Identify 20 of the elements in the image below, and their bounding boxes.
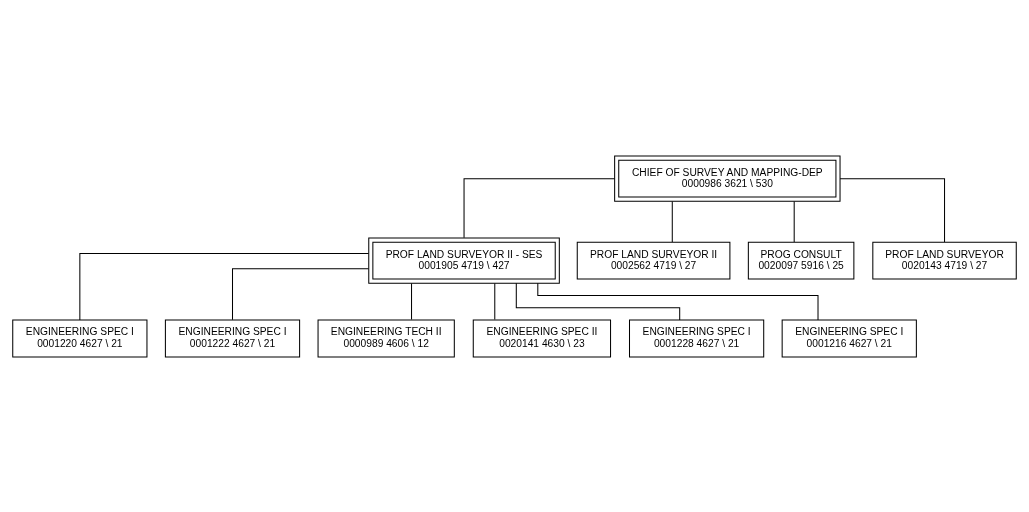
node-box: ENGINEERING SPEC I 0001228 4627 \ 21 [629, 319, 765, 357]
node-box: ENGINEERING SPEC I 0001222 4627 \ 21 [164, 319, 301, 357]
connector [463, 177, 616, 238]
node-box: ENGINEERING SPEC II 0020141 4630 \ 23 [472, 319, 612, 357]
connector [411, 282, 413, 320]
connector [79, 252, 370, 320]
connector [232, 267, 370, 320]
node-box: ENGINEERING SPEC I 0001220 4627 \ 21 [12, 319, 148, 357]
node-box: PROF LAND SURVEYOR 0020143 4719 \ 27 [872, 241, 1017, 280]
connector [537, 282, 819, 320]
node-box: ENGINEERING TECH II 0000989 4606 \ 12 [317, 319, 455, 357]
node-box: PROG CONSULT 0020097 5916 \ 25 [747, 241, 855, 280]
connector [793, 200, 795, 243]
node-box: PROF LAND SURVEYOR II 0002562 4719 \ 27 [576, 241, 731, 280]
connector [839, 177, 946, 242]
connector [494, 282, 496, 320]
node-box: PROF LAND SURVEYOR II - SES 0001905 4719 \ 427 [368, 237, 560, 284]
node-box: ENGINEERING SPEC I 0001216 4627 \ 21 [781, 319, 917, 357]
connector [671, 200, 673, 243]
node-box: CHIEF OF SURVEY AND MAPPING-DEP 0000986 3621 \ 530 [614, 155, 841, 202]
